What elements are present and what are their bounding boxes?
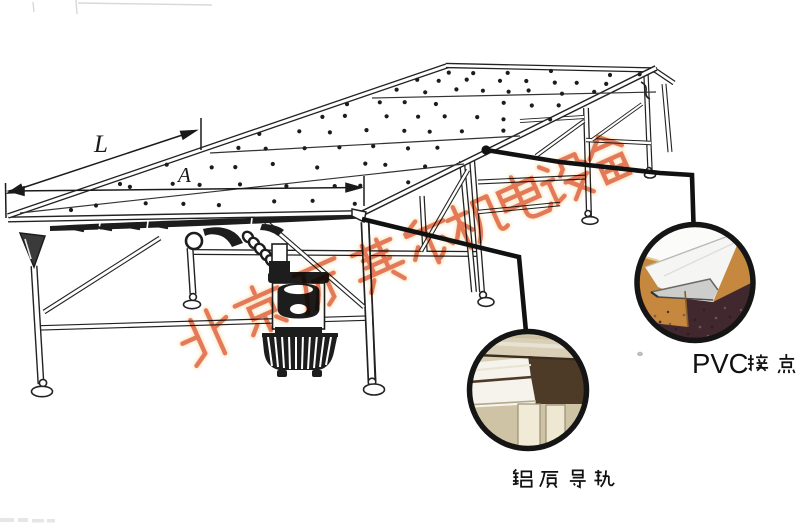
svg-text:L: L [93, 131, 108, 158]
svg-text:A: A [176, 163, 191, 187]
svg-text:PVC: PVC [692, 348, 749, 379]
